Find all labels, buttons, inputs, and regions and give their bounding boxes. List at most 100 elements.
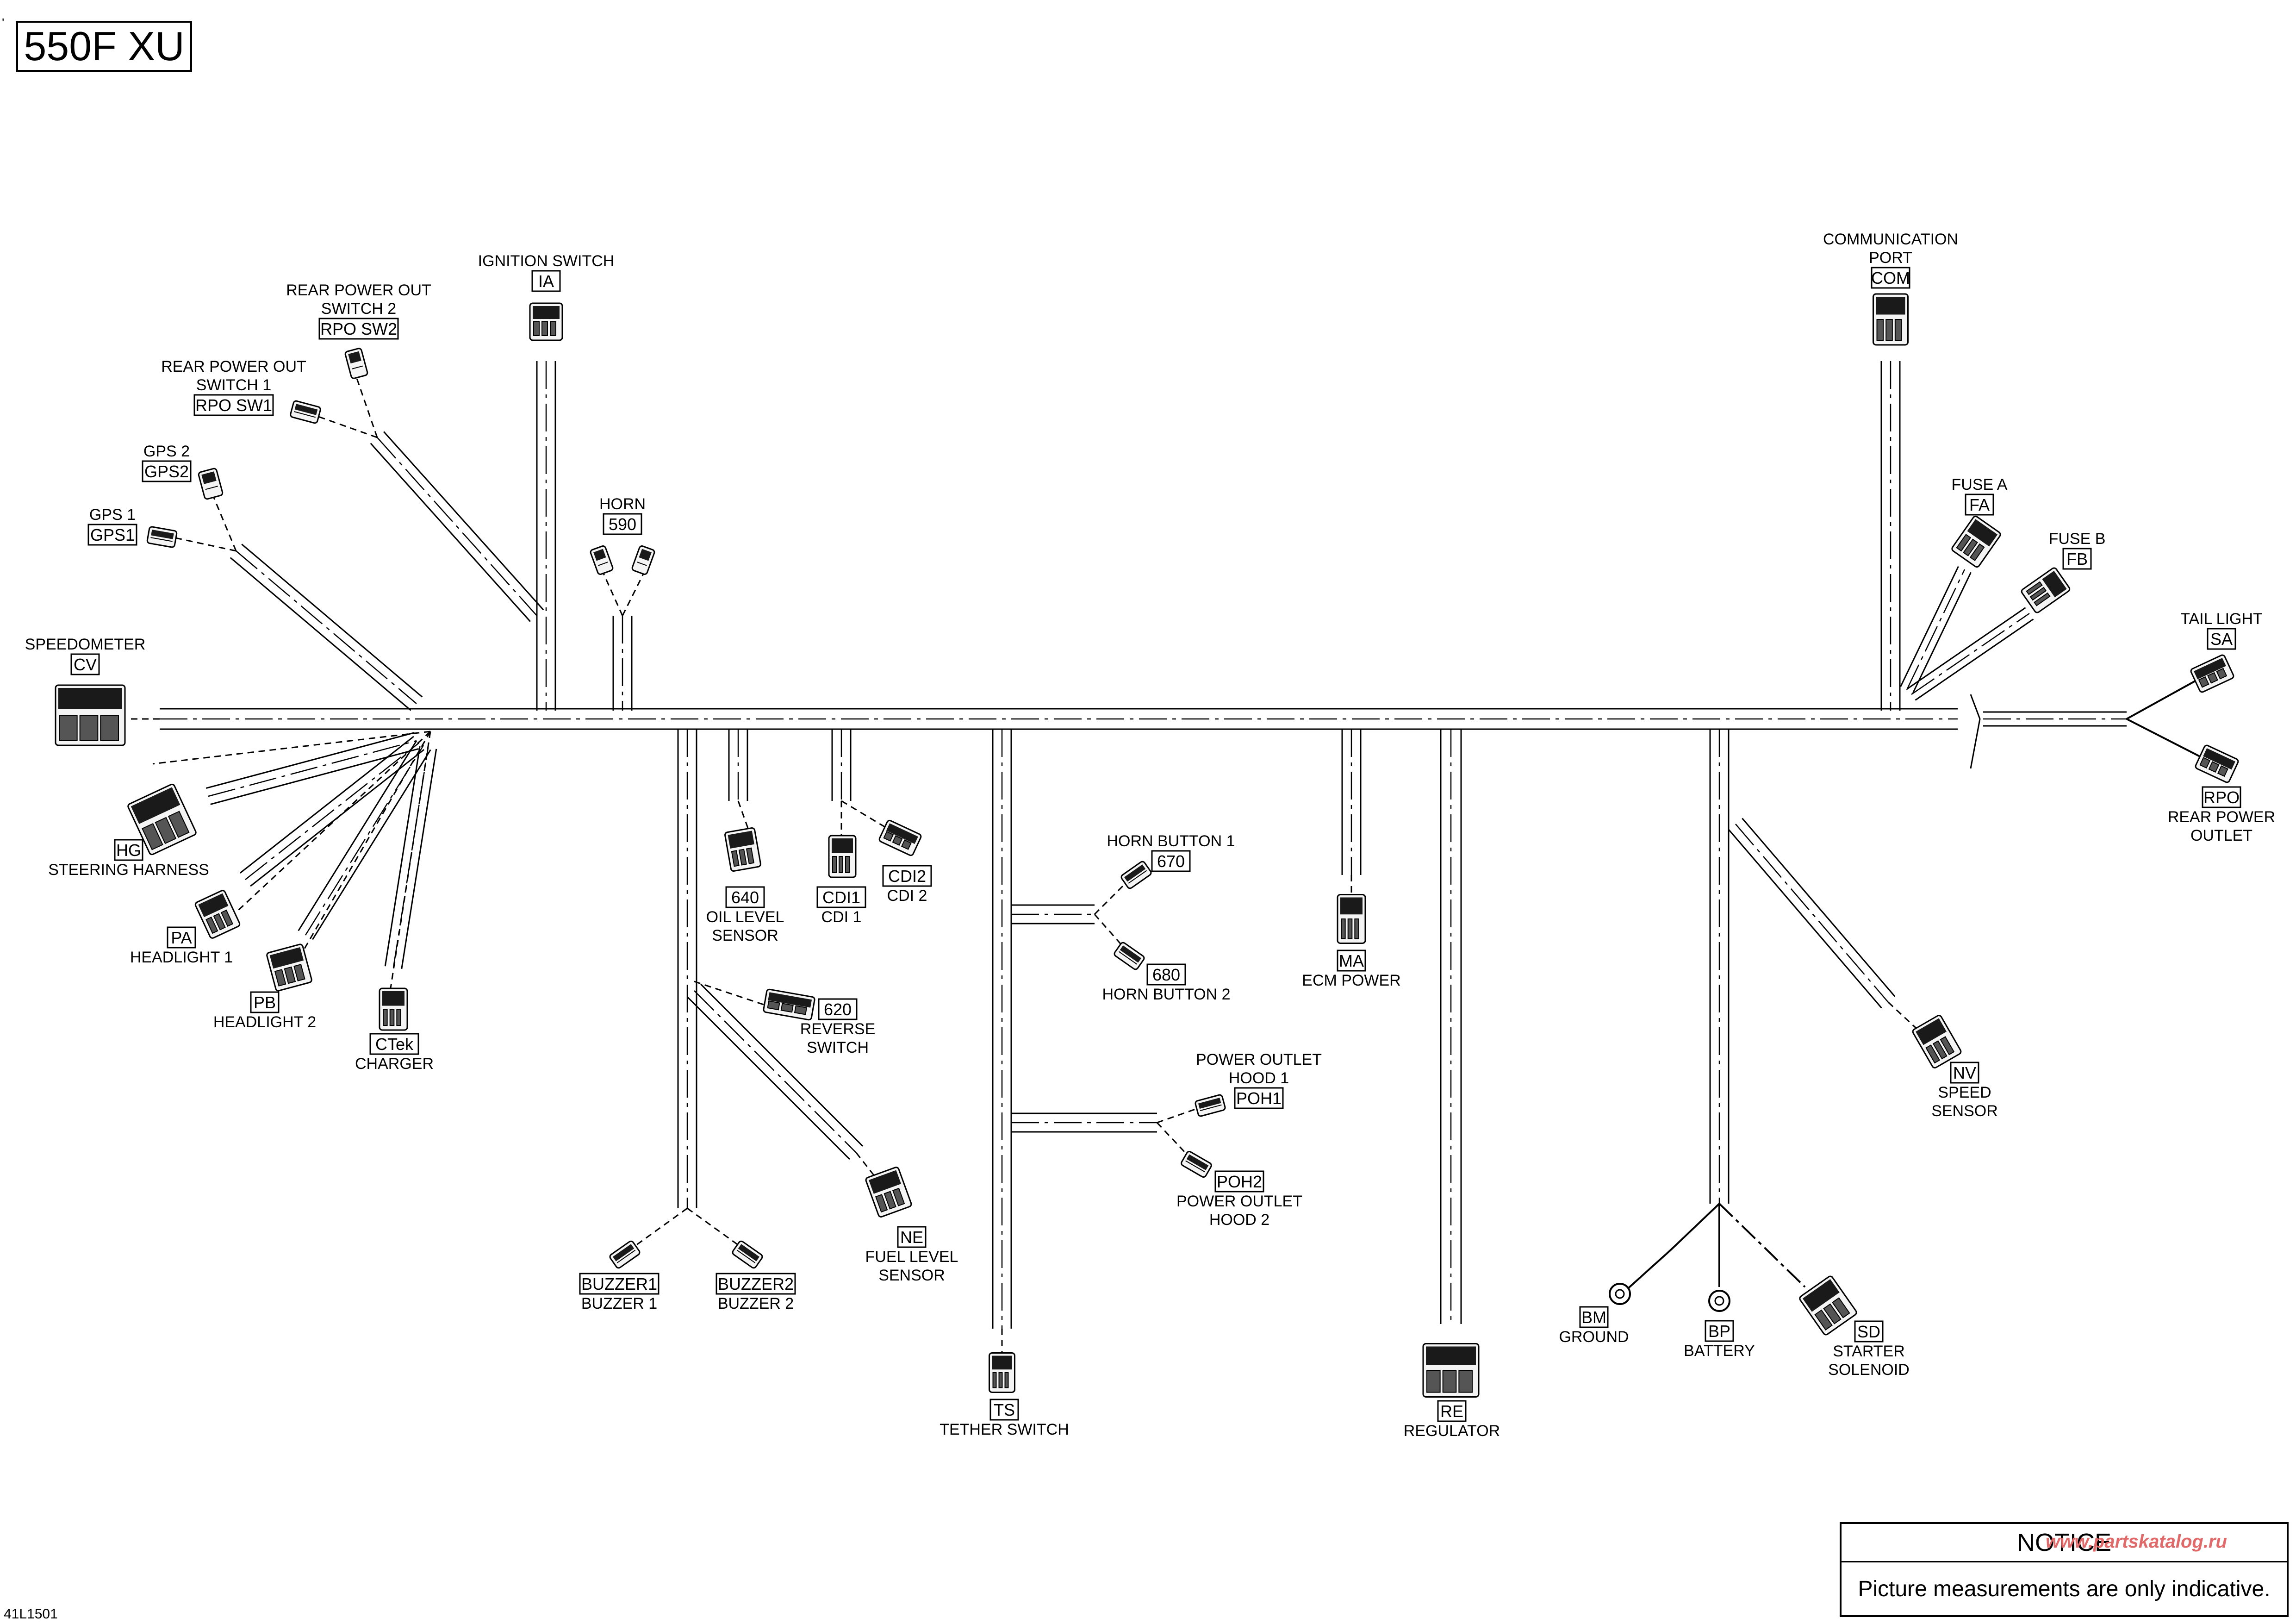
regulator-connector[interactable]	[1422, 1343, 1480, 1398]
gps1-lead	[171, 536, 236, 552]
fuse-a-label-line: FUSE A	[1952, 476, 2008, 493]
headlight1-connector[interactable]	[194, 890, 241, 939]
ecm-power-code-box	[1337, 949, 1366, 972]
rpo-switch-branch	[370, 431, 544, 622]
speed-sensor-connector[interactable]	[1912, 1014, 1962, 1068]
reverse-switch-label-line: REVERSE	[800, 1020, 876, 1038]
buzzer-1-code-box	[579, 1273, 660, 1295]
ecm-power-code: MA	[1339, 951, 1364, 970]
poh2-connector[interactable]	[1181, 1150, 1213, 1178]
oil-level-sensor-label-line: SENSOR	[712, 927, 778, 944]
charger-connector[interactable]	[379, 987, 408, 1031]
battery-ring-terminal[interactable]	[1708, 1290, 1730, 1312]
rear-power-outlet-label-line: OUTLET	[2190, 827, 2252, 844]
cdi2-connector[interactable]	[878, 819, 922, 856]
headlight2-connector[interactable]	[266, 943, 312, 992]
reverse-switch-connector[interactable]	[763, 988, 815, 1021]
ground-label-line: GROUND	[1559, 1328, 1629, 1346]
rpo-sw2-lead	[353, 370, 378, 438]
headlight-1-label-group: PA HEADLIGHT 1	[130, 926, 233, 966]
power-outlet-hood-1-label-line: HOOD 1	[1229, 1069, 1289, 1087]
speedometer-code: CV	[74, 655, 97, 674]
oil-level-sensor-code: 640	[731, 888, 759, 907]
regulator-branch	[1440, 729, 1462, 1324]
fuse-b-label-line: FUSE B	[2049, 530, 2106, 548]
rpo-sw1-connector[interactable]	[290, 400, 321, 424]
regulator-code-box	[1437, 1400, 1467, 1422]
steering-harness-code-box	[114, 839, 143, 861]
fuel-level-connector[interactable]	[865, 1167, 912, 1218]
horn-button1-connector[interactable]	[1120, 861, 1152, 889]
cdi-2-code-box	[882, 865, 932, 887]
connector-shapes	[55, 293, 2239, 1398]
reverse-switch-code-box	[818, 998, 858, 1020]
fuse-a-connector[interactable]	[1951, 515, 2002, 568]
tether-switch-connector[interactable]	[989, 1352, 1015, 1393]
horn-button-2-code-box	[1146, 963, 1186, 986]
cdi-1-code: CDI1	[822, 888, 860, 907]
speed-sensor-label-line: SENSOR	[1931, 1102, 1998, 1120]
power-outlet-hood-1-code: POH1	[1236, 1089, 1282, 1108]
horn-button-branch	[1011, 904, 1095, 924]
headlight-1-label-line: HEADLIGHT 1	[130, 949, 233, 966]
gps2-lead	[212, 495, 237, 551]
tether-switch-code: TS	[994, 1400, 1015, 1419]
horn-button2-connector[interactable]	[1114, 942, 1145, 970]
ignition-switch-connector[interactable]	[529, 302, 563, 341]
power-outlet-branch	[1011, 1112, 1157, 1133]
tail-light-connector[interactable]	[2190, 654, 2234, 693]
ground-code: BM	[1581, 1308, 1606, 1327]
rpo-sw2-connector[interactable]	[344, 348, 368, 379]
fuse-a-branch	[1900, 566, 1972, 693]
oil-level-sensor-label-line: OIL LEVEL	[706, 908, 784, 926]
ecm-power-connector[interactable]	[1337, 894, 1366, 944]
buzzer2-connector[interactable]	[732, 1240, 764, 1269]
communication-port-branch	[1880, 361, 1901, 711]
oil-level-connector[interactable]	[724, 827, 761, 872]
fuse-b-connector[interactable]	[2021, 567, 2071, 614]
steering-harness-connector[interactable]	[127, 783, 197, 856]
horn-label-line: HORN	[599, 495, 646, 513]
headlight1-branch	[239, 736, 425, 887]
rear-power-outlet-connector[interactable]	[2195, 744, 2239, 783]
poh1-connector[interactable]	[1195, 1094, 1226, 1117]
buzzer1-connector[interactable]	[609, 1240, 641, 1269]
speedometer-connector[interactable]	[55, 684, 126, 746]
communication-port-label-line: PORT	[1869, 249, 1912, 267]
horn-left-connector[interactable]	[590, 545, 614, 575]
power-outlet-hood-1-label-line: POWER OUTLET	[1196, 1051, 1322, 1068]
cdi1-connector[interactable]	[828, 835, 857, 878]
horn-right-connector[interactable]	[631, 545, 655, 575]
starter-solenoid-label-line: STARTER	[1833, 1343, 1905, 1360]
gps2-connector[interactable]	[198, 468, 224, 500]
fuel-level-branch	[687, 983, 864, 1160]
reverse-switch-label-line: SWITCH	[807, 1039, 869, 1056]
communication-port-label-line: COMMUNICATION	[1823, 231, 1958, 248]
fuse-b-code: FB	[2066, 550, 2088, 568]
horn-button-1-label-line: HORN BUTTON 1	[1107, 832, 1235, 850]
headlight-1-code: PA	[171, 928, 192, 947]
rpo-sw2-code: RPO SW2	[320, 319, 397, 338]
communication-port-connector[interactable]	[1873, 293, 1909, 346]
ground-ring-terminal[interactable]	[1609, 1283, 1631, 1305]
rpo-sw1-code: RPO SW1	[195, 396, 272, 415]
power-outlet-hood-2-label-line: POWER OUTLET	[1176, 1193, 1302, 1210]
horn-button-1-code-box	[1151, 850, 1191, 872]
fuel-level-sensor-label-line: FUEL LEVEL	[865, 1248, 958, 1266]
rear-power-outlet-code: RPO	[2203, 788, 2240, 807]
horn-button-2-code: 680	[1152, 965, 1180, 984]
notice-box: NOTICE Picture measurements are only ind…	[1840, 1522, 2289, 1617]
gps1-connector[interactable]	[146, 526, 178, 548]
starter-solenoid-connector[interactable]	[1799, 1275, 1858, 1336]
communication-port-code: COM	[1871, 269, 1910, 287]
tether-branch	[992, 729, 1012, 1329]
